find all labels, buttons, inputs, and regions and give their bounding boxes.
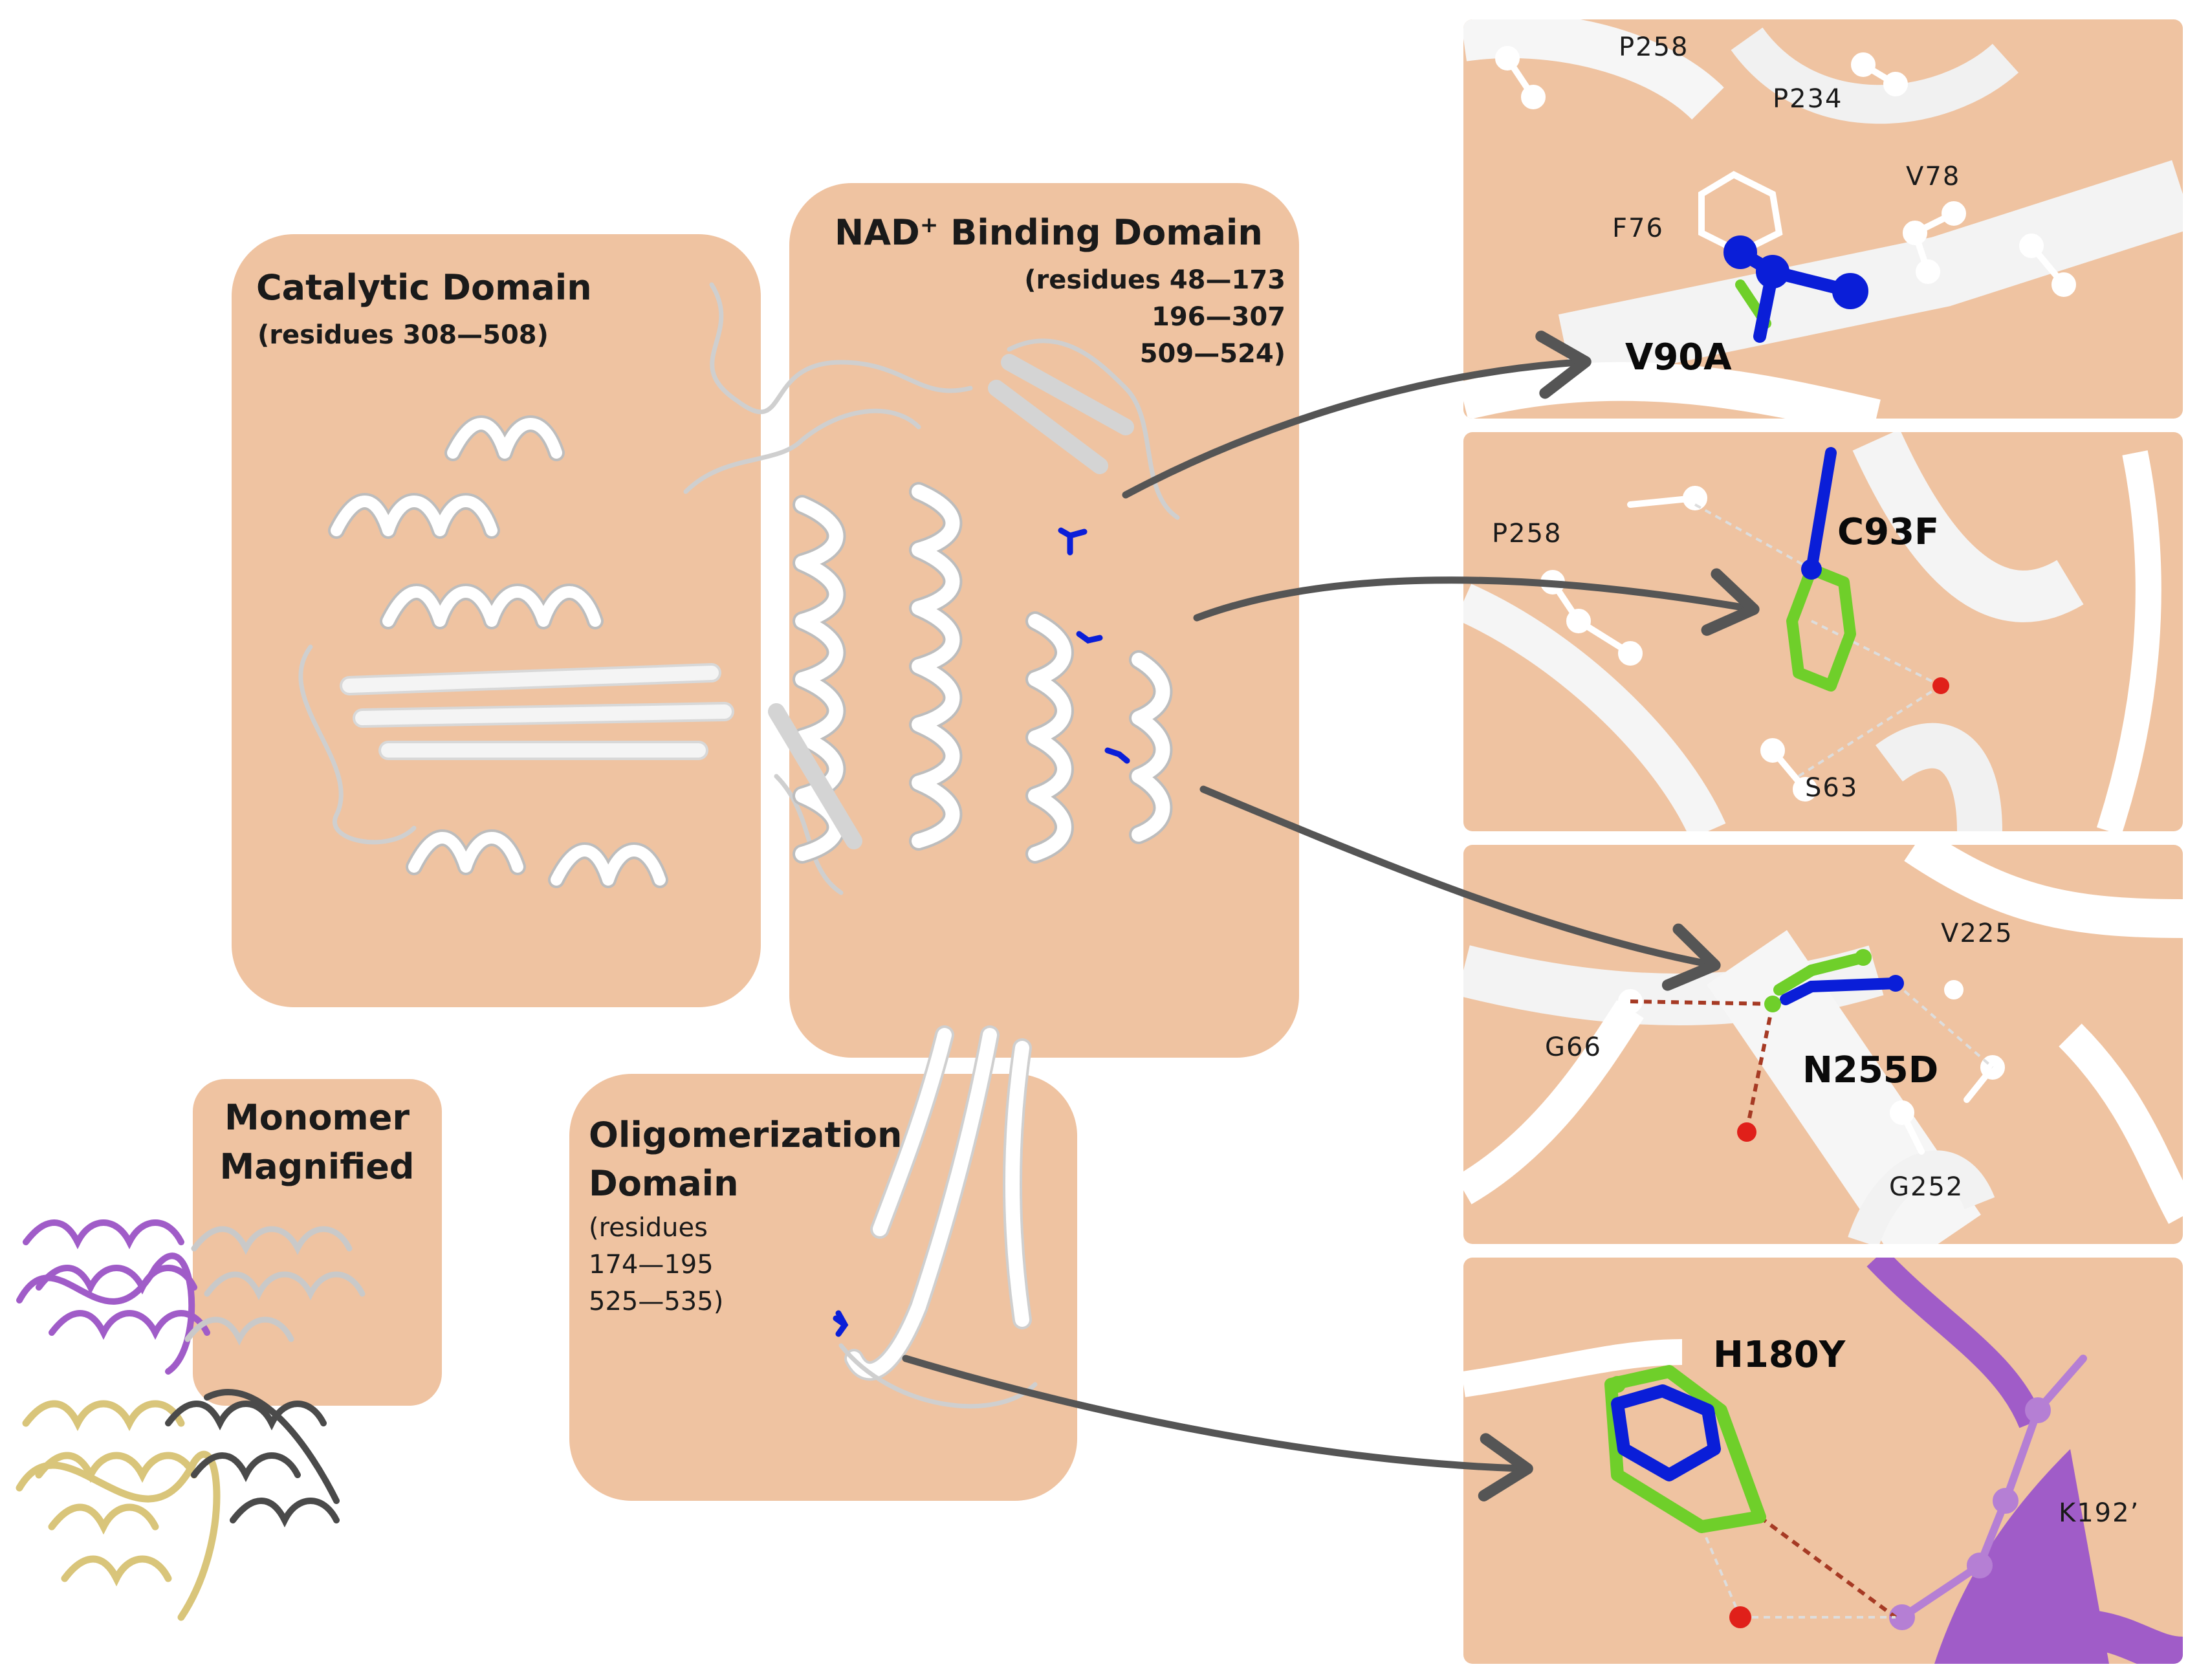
residue-label: P258	[1619, 32, 1689, 62]
oligomerization-title-line1: Oligomerization	[589, 1115, 903, 1155]
monomer-magnified-box	[193, 1079, 442, 1406]
nad-residues-line3: 509—524)	[1139, 338, 1285, 369]
tetramer-structure	[16, 1219, 366, 1621]
monomer-line1: Monomer	[224, 1097, 410, 1138]
nad-residues-line2: 196—307	[1152, 301, 1285, 332]
oligomerization-residues-line3: 525—535)	[589, 1286, 724, 1316]
mutation-label: C93F	[1837, 511, 1940, 553]
nad-binding-domain-residues: (residues 48—173 196—307 509—524)	[1024, 262, 1285, 372]
oligomerization-domain-box	[569, 1074, 1077, 1501]
residue-label: F76	[1612, 213, 1664, 243]
protein-ribbon	[298, 282, 1180, 1409]
residue-label: K192’	[2059, 1498, 2140, 1528]
catalytic-domain-title: Catalytic Domain	[256, 267, 592, 308]
residue-label: G66	[1545, 1032, 1602, 1062]
oligomerization-residues-line2: 174—195	[589, 1249, 714, 1280]
panel-c93f-artwork	[1463, 432, 2161, 831]
residue-label: P258	[1492, 519, 1562, 549]
catalytic-domain-residues: (residues 308—508)	[257, 320, 549, 350]
residue-label: G252	[1889, 1172, 1964, 1202]
residue-label: V225	[1941, 919, 2013, 948]
panel-h180y-artwork	[1463, 1258, 2183, 1664]
oligomerization-domain-residues: (residues 174—195 525—535)	[589, 1210, 723, 1320]
nad-binding-domain-title: NAD+ Binding Domain	[835, 213, 1263, 252]
residue-label: P234	[1773, 84, 1843, 114]
monomer-magnified-label: Monomer Magnified	[194, 1093, 440, 1191]
nad-title-rest: Binding Domain	[938, 212, 1263, 253]
oligomerization-residues-line1: (residues	[589, 1213, 708, 1243]
mutation-label: N255D	[1802, 1049, 1939, 1091]
nad-title-sup: +	[919, 212, 939, 238]
nad-residues-line1: (residues 48—173	[1024, 265, 1285, 295]
mutation-label: H180Y	[1713, 1334, 1846, 1376]
panel-n255d-artwork	[1463, 845, 2183, 1244]
oligomerization-domain-title: Oligomerization Domain	[589, 1111, 902, 1208]
connector-arrows	[902, 331, 1760, 1501]
mutation-label: V90A	[1625, 336, 1732, 378]
oligomerization-title-line2: Domain	[589, 1162, 739, 1204]
residue-label: V78	[1906, 162, 1961, 191]
nad-title-main: NAD	[835, 212, 920, 253]
panel-v90a-artwork	[1463, 19, 2183, 419]
residue-label: S63	[1805, 773, 1859, 803]
mutation-sites	[833, 527, 1130, 1337]
monomer-line2: Magnified	[219, 1146, 415, 1187]
